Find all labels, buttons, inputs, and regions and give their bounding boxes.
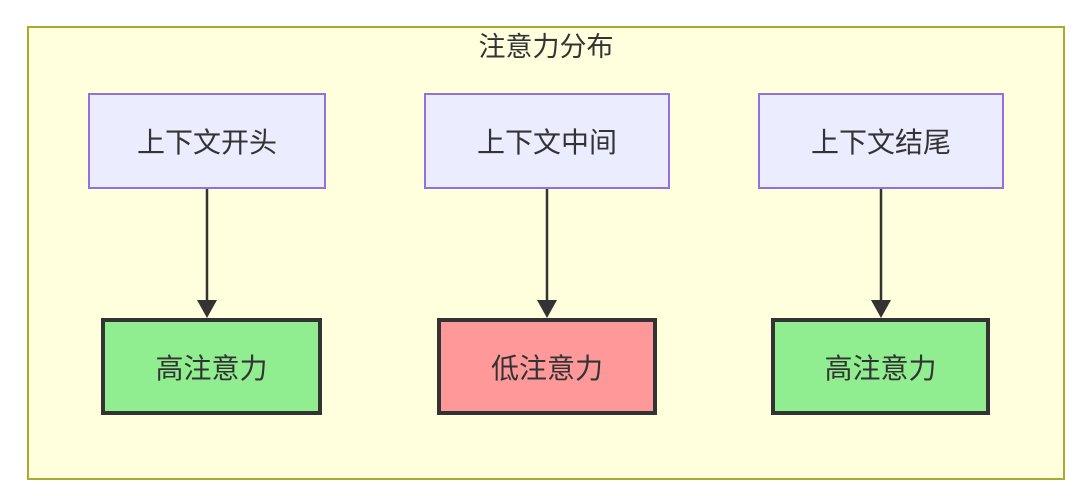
node-context-start: 上下文开头	[88, 93, 326, 189]
node-context-middle: 上下文中间	[424, 93, 670, 189]
node-high-attention-2: 高注意力	[771, 318, 990, 415]
diagram-title: 注意力分布	[478, 32, 614, 62]
node-context-end: 上下文结尾	[758, 93, 1004, 189]
arrow-start-to-high-icon	[197, 189, 217, 318]
node-low-attention: 低注意力	[437, 318, 657, 415]
node-high-attention-1: 高注意力	[101, 318, 322, 415]
arrow-end-to-high-icon	[871, 189, 891, 318]
arrow-middle-to-low-icon	[537, 189, 557, 318]
